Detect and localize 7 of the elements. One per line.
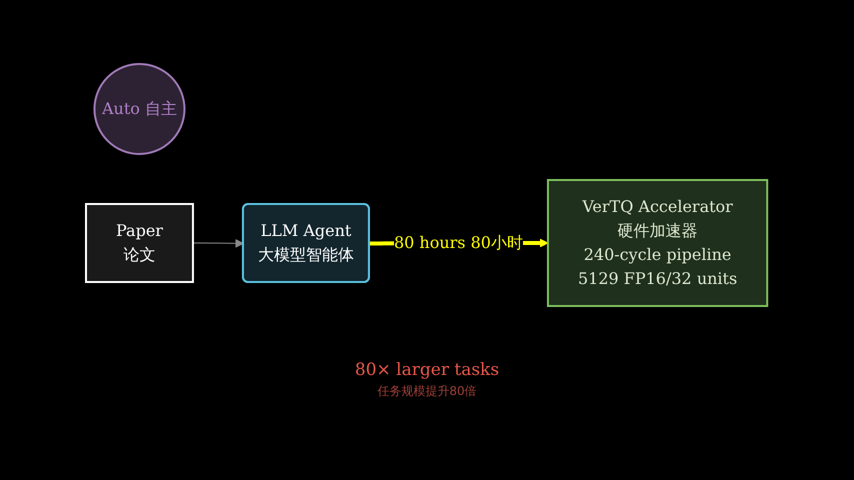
note-subtext: 任务规模提升80倍 (377, 383, 477, 400)
node-box: VerTQ Accelerator 硬件加速器 240-cycle pipeline 5129 FP16/32 units (547, 179, 769, 307)
node-circle: Auto 自主 (94, 62, 186, 155)
arrow (192, 238, 244, 248)
edge-label: 80 hours 80小时 (394, 233, 524, 252)
note-text: 80× larger tasks (354, 360, 500, 380)
node-box: Paper 论文 (85, 203, 194, 283)
